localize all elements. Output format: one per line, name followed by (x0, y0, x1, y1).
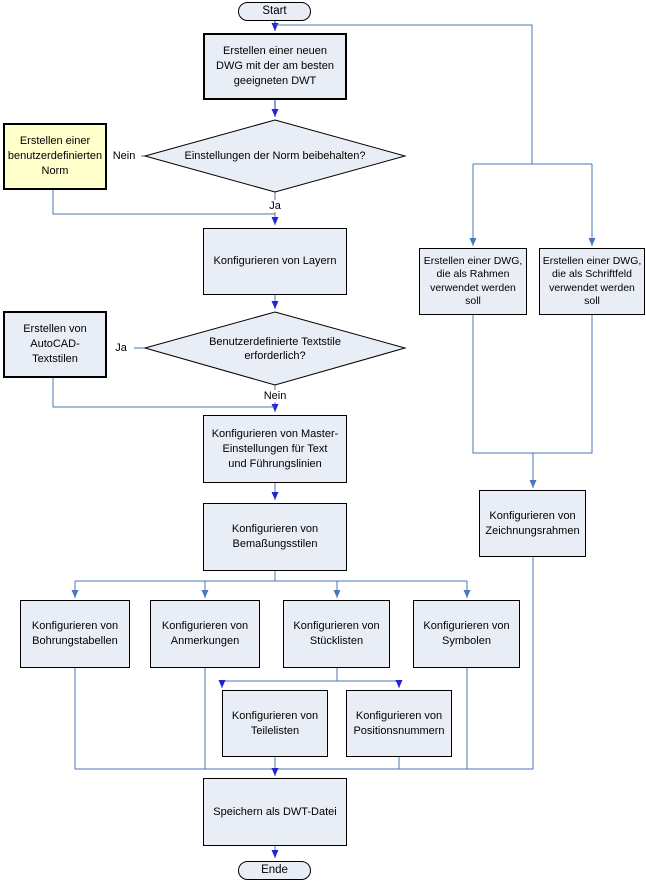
node-annotations: Konfigurieren von Anmerkungen (150, 600, 260, 668)
node-start: Start (238, 2, 311, 21)
node-frame-dwg: Erstellen einer DWG, die als Rahmen verw… (419, 248, 527, 315)
node-symbols: Konfigurieren von Symbolen (413, 600, 520, 668)
edge-label-ja-textstyles: Ja (108, 342, 134, 354)
node-master-text-settings: Konfigurieren von Master- Einstellungen … (203, 415, 347, 483)
decision-custom-textstyles-label: Benutzerdefinierte Textstile erforderlic… (209, 335, 341, 362)
node-balloons: Konfigurieren von Positionsnummern (346, 690, 452, 757)
node-item-lists: Konfigurieren von Teilelisten (222, 690, 328, 757)
node-save-dwt: Speichern als DWT-Datei (203, 778, 347, 846)
node-dimension-styles: Konfigurieren von Bemaßungsstilen (203, 503, 347, 571)
node-autocad-textstyles: Erstellen von AutoCAD- Textstilen (3, 311, 107, 378)
node-custom-norm: Erstellen einer benutzerdefinierten Norm (3, 123, 107, 190)
decision-keep-norm-label: Einstellungen der Norm beibehalten? (184, 150, 366, 162)
node-end: Ende (238, 861, 311, 880)
edge-label-nein-textstyles: Nein (257, 390, 293, 402)
node-configure-layers: Konfigurieren von Layern (203, 228, 347, 295)
decision-keep-norm-shape (143, 119, 407, 193)
edge-label-nein-norm: Nein (107, 150, 141, 162)
node-hole-tables: Konfigurieren von Bohrungstabellen (20, 600, 130, 668)
node-drawing-border: Konfigurieren von Zeichnungsrahmen (479, 490, 586, 557)
node-parts-lists: Konfigurieren von Stücklisten (283, 600, 390, 668)
node-create-dwg: Erstellen einer neuen DWG mit der am bes… (203, 33, 347, 100)
node-titleblock-dwg: Erstellen einer DWG, die als Schriftfeld… (539, 248, 645, 315)
decision-custom-textstyles-shape (143, 311, 407, 386)
edge-label-ja-norm: Ja (261, 200, 289, 212)
